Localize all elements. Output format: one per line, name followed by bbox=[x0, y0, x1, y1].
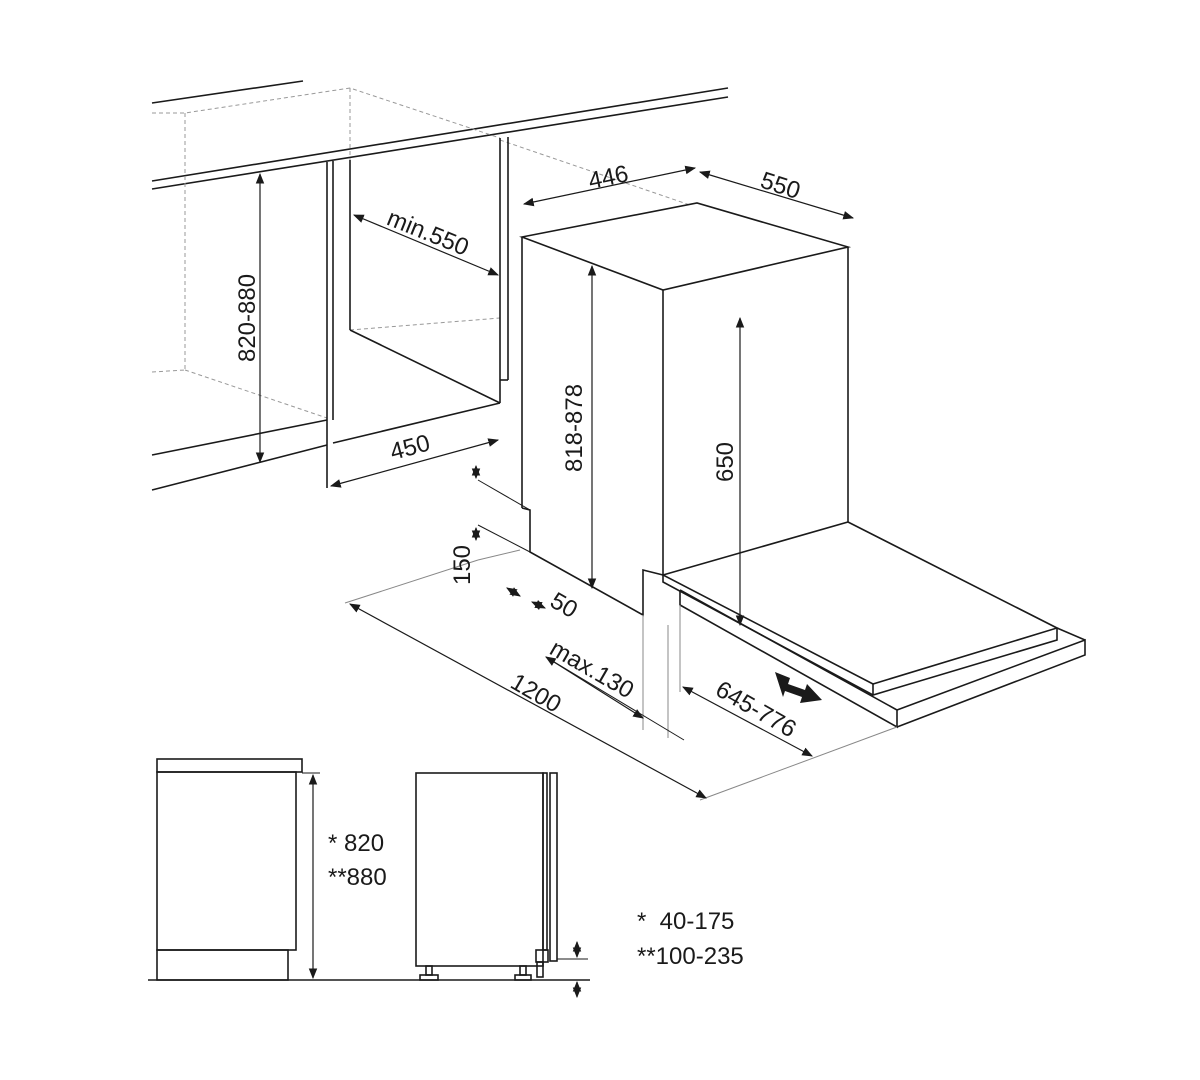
side-height-820-label: * 820 bbox=[328, 830, 384, 857]
niche-depth-label: min.550 bbox=[383, 205, 472, 262]
plinth-depth-label: 50 bbox=[545, 587, 582, 624]
plinth-height-label: 150 bbox=[449, 545, 476, 585]
footnote-2: **100-235 bbox=[637, 943, 744, 970]
footnote-1: * 40-175 bbox=[637, 908, 734, 935]
side-height-880-label: **880 bbox=[328, 864, 387, 891]
double-arrow-icon bbox=[775, 672, 822, 703]
niche-width-label: 450 bbox=[387, 430, 433, 466]
side-view-dishwasher bbox=[415, 772, 588, 999]
door-height-label: 650 bbox=[712, 442, 739, 482]
dishwasher-body bbox=[477, 202, 852, 617]
dimension-lines bbox=[255, 165, 855, 799]
total-open-depth-label: 1200 bbox=[506, 668, 566, 718]
open-door bbox=[344, 521, 1086, 801]
appliance-width-label: 446 bbox=[586, 160, 631, 195]
niche-height-label: 820-880 bbox=[234, 274, 261, 362]
appliance-height-label: 818-878 bbox=[561, 384, 588, 472]
appliance-depth-label: 550 bbox=[757, 167, 803, 205]
